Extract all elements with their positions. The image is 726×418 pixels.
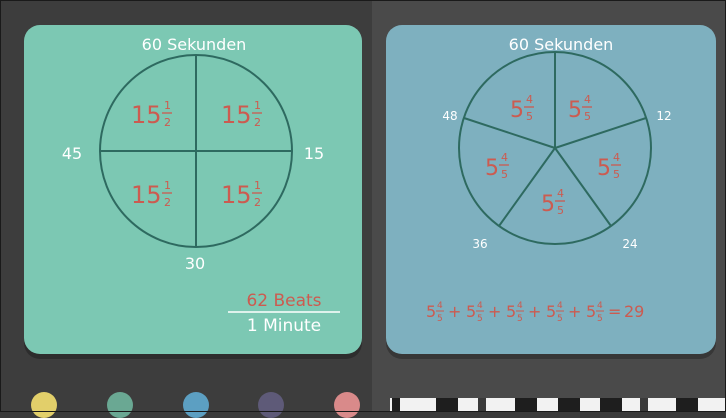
black-key[interactable] (676, 398, 698, 412)
key-gap (640, 398, 648, 412)
black-key[interactable] (558, 398, 580, 412)
black-key[interactable] (436, 398, 458, 412)
black-key[interactable] (600, 398, 622, 412)
key-gap (478, 398, 486, 412)
black-key[interactable] (515, 398, 537, 412)
black-key[interactable] (392, 398, 400, 412)
